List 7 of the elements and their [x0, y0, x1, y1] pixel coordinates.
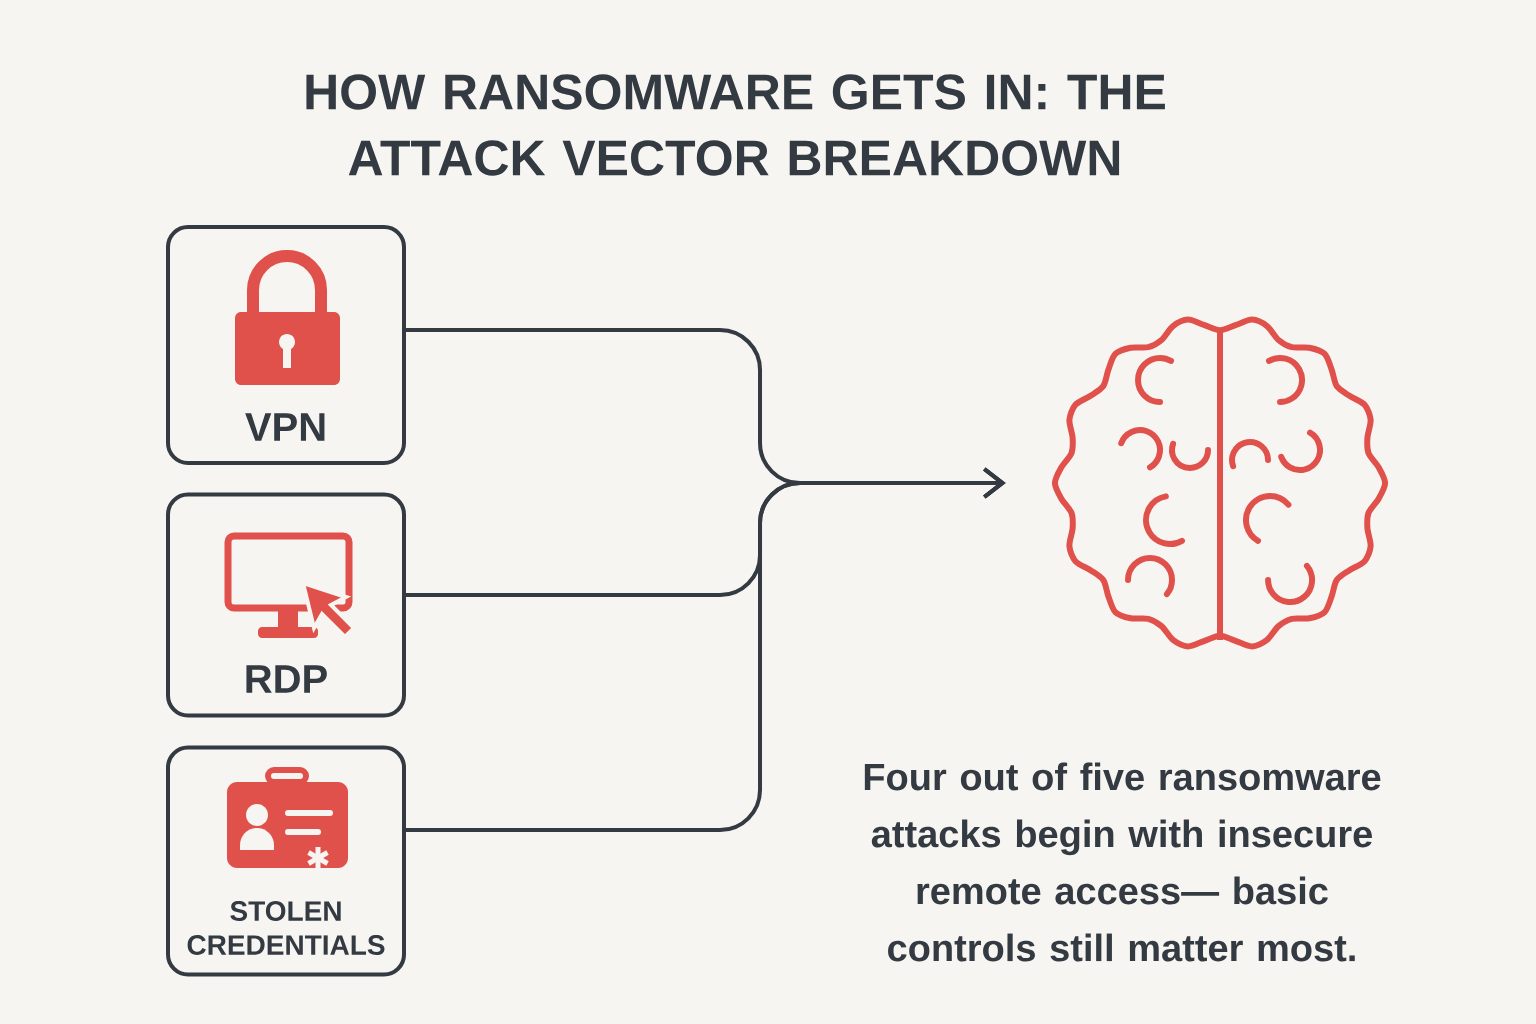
- arrow: [406, 467, 1006, 832]
- vector-box: STOLEN CREDENTIALS: [166, 745, 406, 977]
- title: HOW RANSOMWARE GETS IN: THE ATTACK VECTOR BREAKDOWN: [306, 74, 1165, 176]
- note-text: Four out of five ransomware attacks begin with insecure remote access— basic controls still matter most.: [864, 762, 1381, 962]
- brain-drawing: [1051, 316, 1389, 650]
- vector-box: VPN: [166, 225, 406, 465]
- vector-box: RDP: [166, 492, 406, 718]
